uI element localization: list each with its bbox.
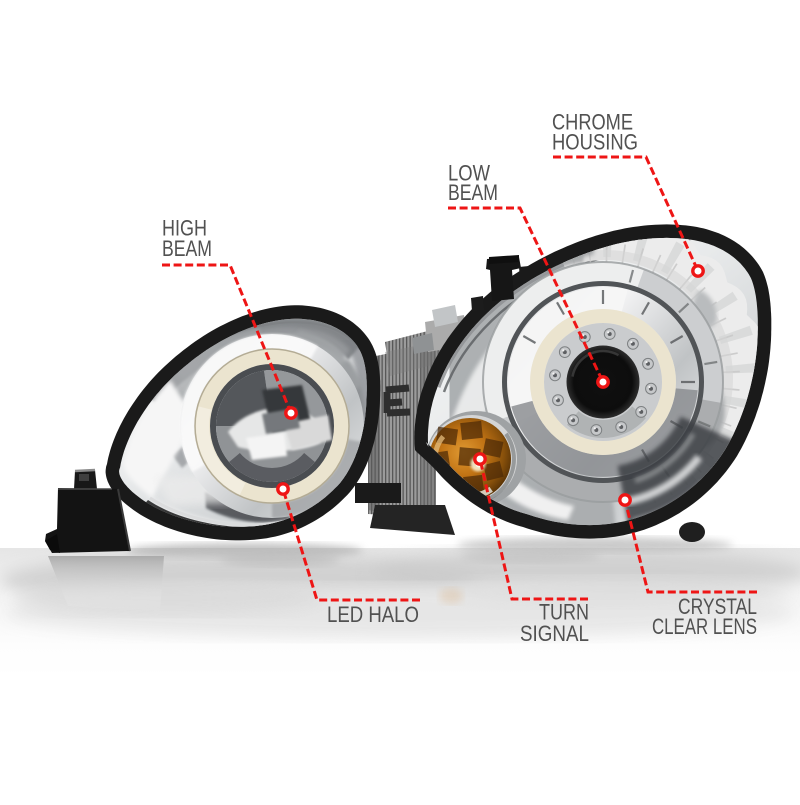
svg-text:BEAM: BEAM	[162, 236, 212, 261]
svg-text:BEAM: BEAM	[448, 180, 498, 205]
svg-text:CLEAR LENS: CLEAR LENS	[652, 614, 757, 639]
svg-text:SIGNAL: SIGNAL	[520, 621, 589, 646]
svg-text:LED HALO: LED HALO	[327, 602, 419, 627]
svg-text:HOUSING: HOUSING	[552, 130, 638, 155]
